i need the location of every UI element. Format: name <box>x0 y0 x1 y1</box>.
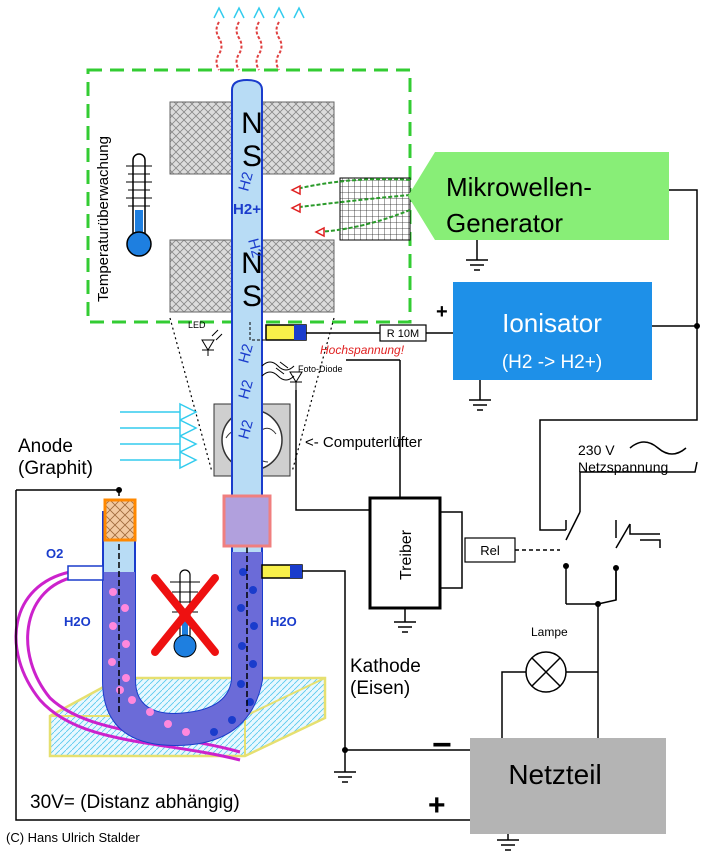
exhaust-heat-waves <box>213 6 305 71</box>
ground-symbol <box>466 240 488 271</box>
magnet-bottom-n: N <box>241 247 263 280</box>
led-icon <box>201 329 223 356</box>
temp-monitor-label: Temperaturüberwachung <box>95 136 112 302</box>
switch-network <box>539 189 698 640</box>
h2o-label-right: H2O <box>270 614 297 629</box>
ionizer-plus: + <box>436 301 448 323</box>
led-label: LED <box>188 320 206 330</box>
anode-cap <box>103 498 137 542</box>
driver-box <box>368 496 442 610</box>
funnel-lines <box>169 317 335 473</box>
mains-label-line2: Netzspannung <box>578 459 668 475</box>
voltage-label: 30V= (Distanz abhängig) <box>30 792 240 813</box>
oxygen-bubbles <box>108 588 190 736</box>
h2o-label-left: H2O <box>64 614 91 629</box>
magnet-bottom-s: S <box>242 280 262 313</box>
ionizer-title: Ionisator <box>502 308 602 338</box>
ground-symbol <box>394 608 416 633</box>
high-voltage-label: Hochspannung! <box>320 343 405 357</box>
magnet-top-n: N <box>241 107 263 140</box>
ground-symbol <box>497 834 519 851</box>
photo-diode-label: Foto-Diode <box>298 364 343 374</box>
main-wiring <box>15 489 470 821</box>
tube-label-h2-plus: H2+ <box>233 201 261 218</box>
tube-label-h2: H2 <box>235 418 256 441</box>
tube-label-h2: H2 <box>235 342 256 365</box>
power-supply-label: Netzteil <box>508 759 601 790</box>
cathode-label-line1: Kathode <box>350 656 421 677</box>
o2-label: O2 <box>46 546 63 561</box>
tube-label-h2: H2 <box>244 237 265 260</box>
ac-wave-icon <box>629 441 687 455</box>
power-supply <box>470 738 666 834</box>
driver-label: Treiber <box>398 529 415 580</box>
photo-diode-icon <box>275 361 303 390</box>
fan-label: <- Computerlüfter <box>305 434 422 451</box>
magnet-top-s: S <box>242 140 262 173</box>
microwave-label-line1: Mikrowellen- <box>446 172 592 202</box>
microwave-label-line2: Generator <box>446 208 563 238</box>
microwave-antenna-grid <box>339 177 411 241</box>
resistor <box>379 324 427 342</box>
tube-label-h2: H2 <box>235 170 256 193</box>
tube-label-h2: H2 <box>235 378 256 401</box>
resistor-label: R 10M <box>387 328 419 340</box>
plus-terminal: + <box>428 789 446 822</box>
ionizer-box <box>453 282 652 380</box>
sensor-wiring <box>295 359 401 511</box>
crossed-thermometer <box>151 569 219 658</box>
oxygen-port <box>67 565 104 581</box>
ionizer-subtitle: (H2 -> H2+) <box>502 352 602 373</box>
microwave-emission <box>290 178 411 238</box>
ground-symbol <box>469 380 491 411</box>
mains-label-line1: 230 V <box>578 442 615 458</box>
anode-label-line1: Anode <box>18 436 73 457</box>
thermometer-icon <box>126 153 152 257</box>
microwave-generator <box>408 152 669 240</box>
relay <box>464 537 516 563</box>
cathode-label-line2: (Eisen) <box>350 678 410 699</box>
filter-block <box>222 494 272 548</box>
minus-terminal: − <box>432 726 452 764</box>
airflow-arrows <box>120 402 198 470</box>
anode-label-line2: (Graphit) <box>18 458 93 479</box>
relay-label: Rel <box>480 543 500 558</box>
copyright: (C) Hans Ulrich Stalder <box>6 830 140 845</box>
lamp-label: Lampe <box>531 625 568 639</box>
